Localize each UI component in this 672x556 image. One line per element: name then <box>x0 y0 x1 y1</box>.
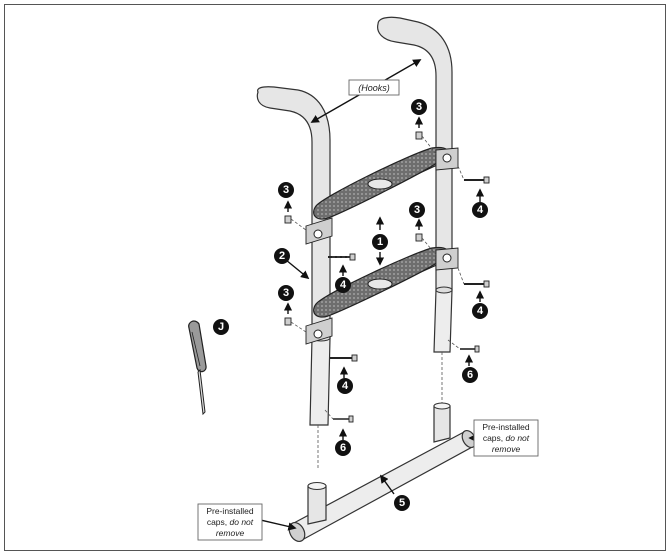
lower-step <box>305 246 459 345</box>
callout-right-line1: Pre-installed <box>482 422 530 432</box>
svg-text:3: 3 <box>283 287 289 299</box>
base-bar <box>288 402 477 543</box>
left-rail <box>256 86 331 426</box>
svg-text:3: 3 <box>416 101 422 113</box>
marker-nut-upper-right: 3 <box>411 99 427 115</box>
marker-nut-upper-left: 3 <box>278 182 294 198</box>
callout-left-line2: caps, do not <box>207 517 254 527</box>
marker-bolt-lower-left: 4 <box>337 378 353 394</box>
svg-text:4: 4 <box>340 279 347 291</box>
svg-text:2: 2 <box>279 250 285 262</box>
marker-bolt-upper-left: 4 <box>335 277 351 293</box>
callout-left-line1: Pre-installed <box>206 506 254 516</box>
svg-text:1: 1 <box>377 236 383 248</box>
callout-right-caps: Pre-installed caps, do not remove <box>473 419 539 457</box>
marker-pin-left: 6 <box>335 440 351 456</box>
diagram-frame <box>4 4 666 551</box>
screwdriver-tool <box>188 320 207 416</box>
svg-text:6: 6 <box>340 442 346 454</box>
marker-nut-lower-left: 3 <box>278 285 294 301</box>
callout-left-line3: remove <box>216 528 245 538</box>
svg-text:J: J <box>218 321 224 333</box>
svg-text:4: 4 <box>477 305 484 317</box>
marker-bolt-upper-right: 4 <box>472 202 488 218</box>
marker-nut-lower-right: 3 <box>409 202 425 218</box>
svg-text:4: 4 <box>342 380 349 392</box>
svg-text:3: 3 <box>283 184 289 196</box>
svg-text:6: 6 <box>467 369 473 381</box>
upper-step <box>305 146 459 245</box>
svg-text:5: 5 <box>399 497 405 509</box>
marker-base: 5 <box>394 495 410 511</box>
alignment-lines <box>290 135 465 470</box>
marker-step: 1 <box>372 234 388 250</box>
callout-right-line2: caps, do not <box>483 433 530 443</box>
callout-left-caps: Pre-installed caps, do not remove <box>197 503 263 541</box>
svg-text:4: 4 <box>477 204 484 216</box>
hooks-label-text: (Hooks) <box>358 83 390 93</box>
callout-right-line3: remove <box>492 444 521 454</box>
hooks-label: (Hooks) <box>348 79 400 96</box>
nut-hardware <box>284 131 423 326</box>
marker-bolt-lower-right: 4 <box>472 303 488 319</box>
marker-screwdriver: J <box>213 319 229 335</box>
svg-text:3: 3 <box>414 204 420 216</box>
marker-pin-right: 6 <box>462 367 478 383</box>
marker-rail: 2 <box>274 248 290 264</box>
